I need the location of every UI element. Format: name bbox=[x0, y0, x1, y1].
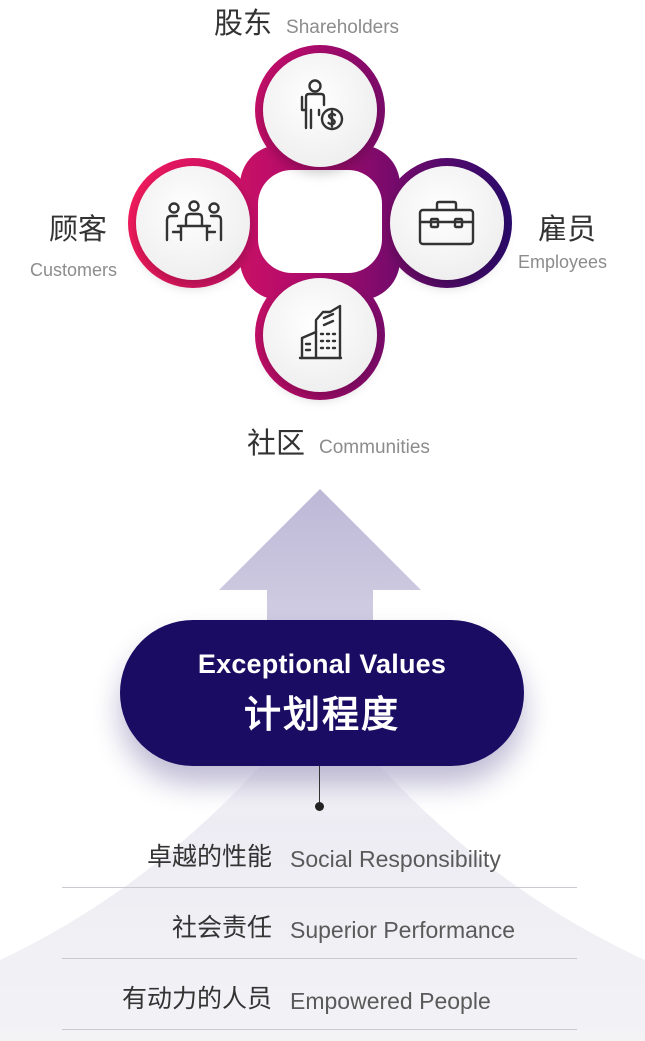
core-values-pill: Exceptional Values 计划程度 bbox=[120, 620, 524, 766]
label-en: Communities bbox=[319, 437, 430, 458]
connector-dot bbox=[315, 802, 324, 811]
label-cn: 顾客 bbox=[48, 212, 107, 246]
label-cn: 股东 bbox=[214, 6, 273, 40]
core-title-en: Exceptional Values bbox=[197, 648, 447, 679]
list-item: 社会责任 Superior Performance bbox=[62, 888, 577, 959]
pillar-en: Superior Performance bbox=[290, 917, 515, 943]
city-buildings-icon bbox=[298, 304, 343, 360]
label-en: Employees bbox=[518, 252, 608, 272]
label-customers: 顾客 Customers bbox=[30, 206, 130, 281]
pillar-en: Social Responsibility bbox=[290, 846, 501, 872]
meeting-people-icon bbox=[165, 200, 223, 242]
pillar-cn: 卓越的性能 bbox=[146, 842, 272, 871]
label-en: Customers bbox=[30, 260, 118, 280]
label-cn: 雇员 bbox=[537, 212, 596, 246]
pillar-cn: 有动力的人员 bbox=[121, 984, 272, 1013]
label-cn: 社区 bbox=[247, 426, 306, 460]
label-employees: 雇员 Employees bbox=[518, 206, 628, 273]
list-item: 卓越的性能 Social Responsibility bbox=[62, 817, 577, 888]
briefcase-icon bbox=[418, 200, 475, 246]
pillar-en: Empowered People bbox=[290, 988, 491, 1014]
person-coin-icon bbox=[300, 79, 344, 131]
connector-line bbox=[319, 766, 320, 804]
list-item: 有动力的人员 Empowered People bbox=[62, 959, 577, 1030]
pillar-cn: 社会责任 bbox=[171, 913, 272, 942]
core-title-cn: 计划程度 bbox=[244, 692, 400, 736]
label-shareholders: 股东 Shareholders bbox=[214, 0, 399, 42]
label-communities: 社区 Communities bbox=[247, 420, 430, 462]
label-en: Shareholders bbox=[286, 17, 400, 38]
